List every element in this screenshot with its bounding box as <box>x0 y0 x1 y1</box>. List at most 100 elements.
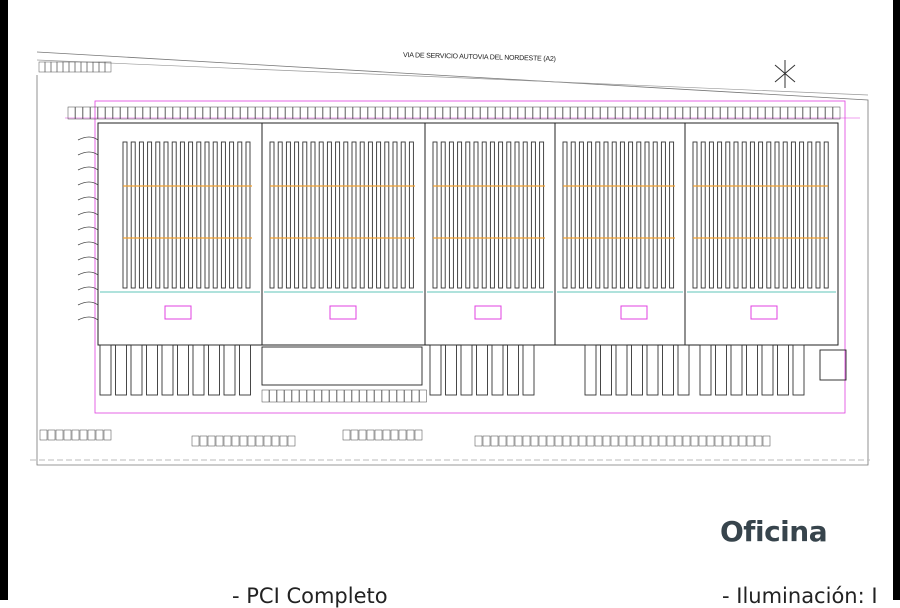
rack <box>741 141 747 289</box>
parking-space <box>223 435 232 447</box>
parking-space <box>135 106 143 120</box>
parking-space <box>165 106 173 120</box>
rack <box>384 141 390 289</box>
parking-space <box>547 106 556 120</box>
parking-space <box>329 389 337 403</box>
parking-space <box>261 389 270 403</box>
parking-space <box>291 389 300 403</box>
rack <box>440 141 446 289</box>
parking-space <box>615 106 623 120</box>
parking-space <box>642 435 651 447</box>
parking-space <box>727 106 736 120</box>
parking-space <box>570 106 578 120</box>
rack <box>408 141 414 289</box>
parking-space <box>652 106 661 120</box>
rack <box>799 141 805 289</box>
rack <box>823 141 829 289</box>
rack <box>465 141 471 289</box>
north-arrow-icon <box>774 60 796 88</box>
rack <box>188 141 194 289</box>
parking-space <box>390 429 399 441</box>
dock-arc <box>77 166 99 171</box>
parking-space <box>706 435 715 447</box>
parking-space <box>618 435 627 447</box>
parking-space <box>330 106 338 120</box>
parking-space <box>738 435 747 447</box>
parking-space <box>255 106 263 120</box>
zone-label-box <box>329 305 357 320</box>
parking-space <box>199 435 208 447</box>
loading-dock <box>715 344 727 396</box>
parking-space <box>735 106 743 120</box>
rack <box>277 141 283 289</box>
parking-space <box>345 106 353 120</box>
parking-space <box>525 106 533 120</box>
parking-space <box>44 61 52 73</box>
rack <box>359 141 365 289</box>
parking-space <box>720 106 728 120</box>
parking-space <box>191 435 200 447</box>
rack <box>717 141 723 289</box>
parking-space <box>730 435 739 447</box>
parking-space <box>321 389 330 403</box>
parking-space <box>780 106 788 120</box>
parking-space <box>276 389 285 403</box>
rack <box>122 141 128 289</box>
parking-space <box>490 435 499 447</box>
parking-space <box>97 106 106 120</box>
rack <box>636 141 642 289</box>
rack <box>587 141 593 289</box>
parking-space <box>637 106 646 120</box>
loading-dock <box>600 344 612 396</box>
loading-dock <box>476 344 488 396</box>
loading-dock <box>746 344 758 396</box>
parking-space <box>712 106 721 120</box>
parking-space <box>351 389 360 403</box>
parking-space <box>284 389 292 403</box>
parking-space <box>585 106 593 120</box>
parking-space <box>610 435 619 447</box>
rack <box>204 141 210 289</box>
parking-space <box>105 106 113 120</box>
parking-space <box>540 106 548 120</box>
parking-space <box>555 106 563 120</box>
parking-space <box>187 106 196 120</box>
rack <box>481 141 487 289</box>
parking-space <box>39 429 48 441</box>
rack <box>660 141 666 289</box>
rack <box>335 141 341 289</box>
loading-dock <box>584 344 597 396</box>
loading-dock <box>730 344 743 396</box>
parking-space <box>810 106 818 120</box>
parking-space <box>215 435 224 447</box>
parking-space <box>666 435 675 447</box>
parking-space <box>232 106 241 120</box>
parking-space <box>562 435 571 447</box>
parking-space <box>67 106 76 120</box>
rack <box>758 141 764 289</box>
parking-space <box>374 389 382 403</box>
rack <box>708 141 714 289</box>
parking-space <box>600 106 608 120</box>
parking-space <box>420 106 428 120</box>
parking-space <box>698 435 707 447</box>
parking-space <box>38 61 46 73</box>
loading-dock <box>615 344 628 396</box>
rack <box>562 141 568 289</box>
parking-space <box>150 106 158 120</box>
parking-space <box>306 389 315 403</box>
parking-space <box>202 106 211 120</box>
dock-arc <box>77 181 99 186</box>
parking-space <box>92 61 100 73</box>
rack <box>725 141 731 289</box>
parking-space <box>602 435 611 447</box>
parking-space <box>299 389 307 403</box>
parking-space <box>626 435 635 447</box>
parking-space <box>697 106 706 120</box>
parking-space <box>634 435 643 447</box>
parking-space <box>322 106 331 120</box>
zone-label-box <box>750 305 778 320</box>
rack <box>269 141 275 289</box>
parking-space <box>210 106 218 120</box>
rack <box>652 141 658 289</box>
